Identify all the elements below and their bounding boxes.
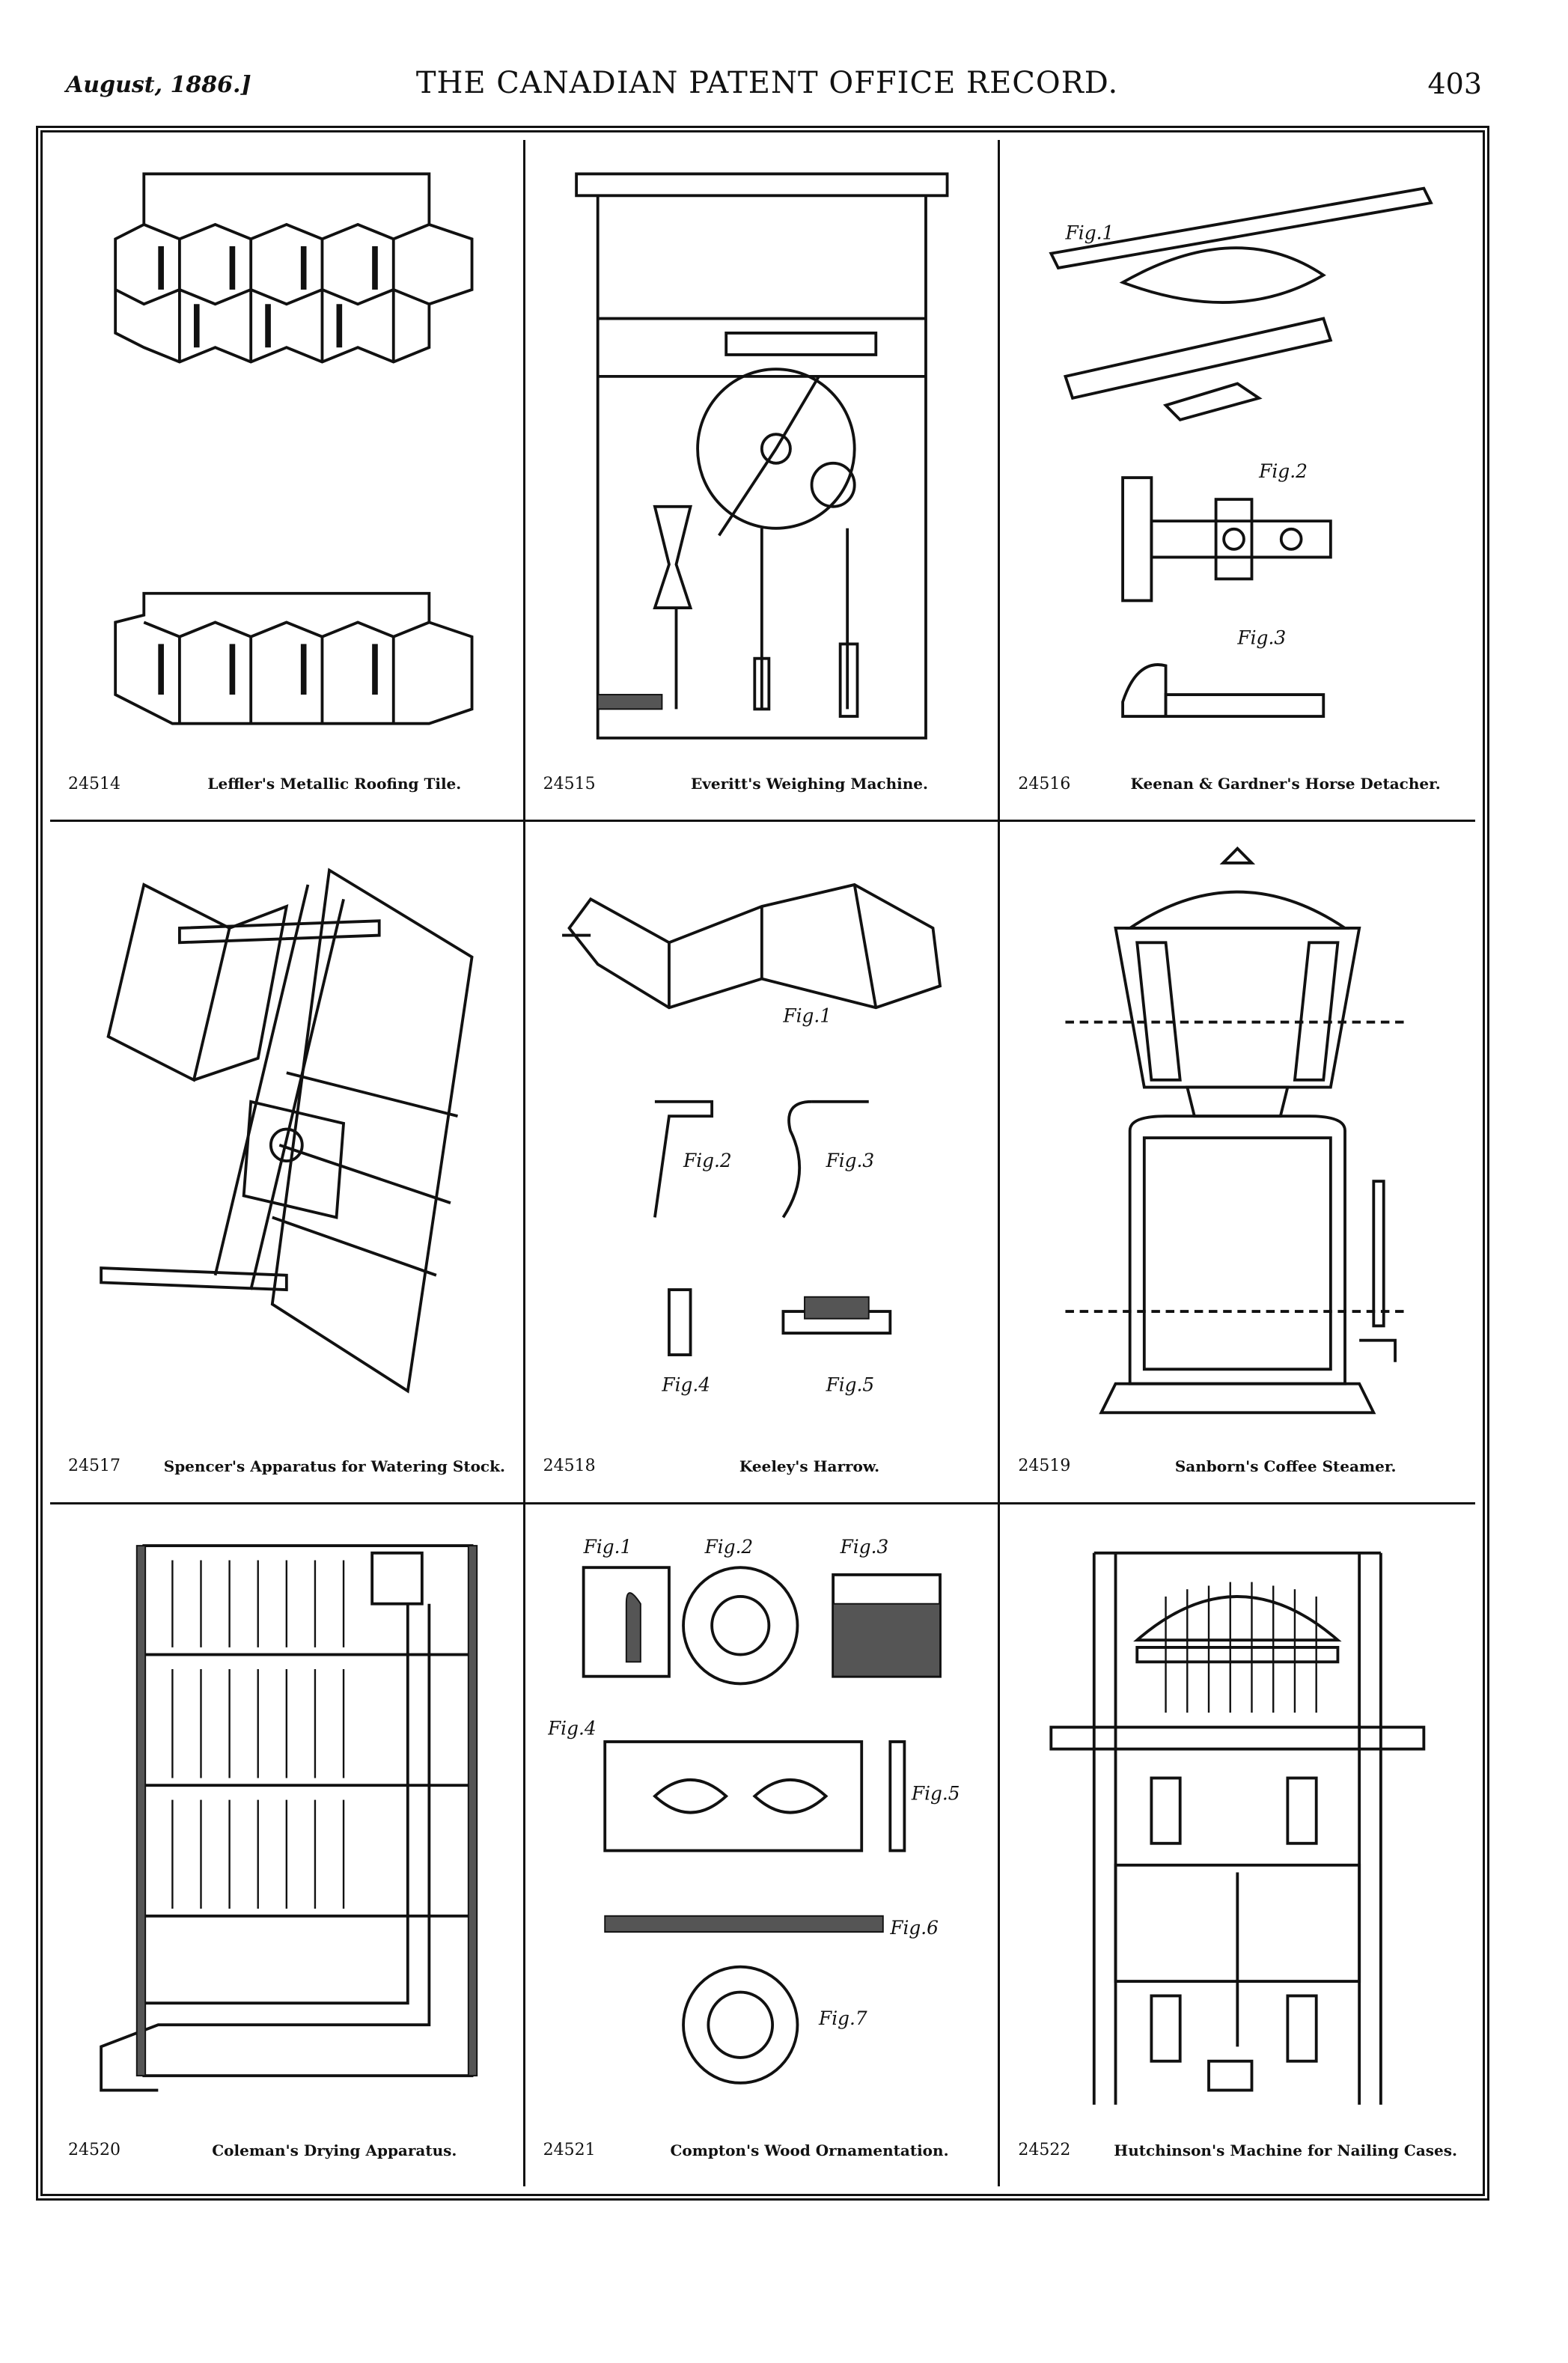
caption-24518: 24518 Keeley's Harrow. (543, 1451, 986, 1481)
fig2-label: Fig.2 (1258, 460, 1308, 482)
patent-cell-24520: 24520 Coleman's Drying Apparatus. (50, 1504, 525, 2186)
fig4-label: Fig.4 (661, 1374, 710, 1396)
fig5-label: Fig.5 (825, 1374, 874, 1396)
roofing-tile-drawing (73, 159, 501, 752)
caption-24516: 24516 Keenan & Gardner's Horse Detacher. (1018, 769, 1463, 799)
caption-24517: 24517 Spencer's Apparatus for Watering S… (68, 1451, 511, 1481)
fig3-label: Fig.3 (1237, 626, 1287, 648)
caption-24519: 24519 Sanborn's Coffee Steamer. (1018, 1451, 1463, 1481)
fig1-label: Fig.1 (582, 1535, 632, 1557)
patent-title: Keeley's Harrow. (739, 1457, 880, 1475)
patent-number: 24520 (68, 2141, 121, 2160)
patent-cell-24517: 24517 Spencer's Apparatus for Watering S… (50, 822, 525, 1504)
patent-title: Compton's Wood Ornamentation. (670, 2141, 949, 2159)
patent-title: Spencer's Apparatus for Watering Stock. (163, 1457, 505, 1475)
patent-number: 24521 (543, 2141, 596, 2160)
patent-number: 24519 (1018, 1457, 1071, 1476)
page-header: August, 1886.] THE CANADIAN PATENT OFFIC… (52, 66, 1482, 111)
patent-cell-24521: Fig.1 Fig.2 Fig.3 Fig.4 Fig.5 Fig.6 Fig.… (525, 1504, 1001, 2186)
fig3-label: Fig.3 (825, 1150, 874, 1171)
fig2-label: Fig.2 (683, 1150, 732, 1171)
horse-detacher-drawing: Fig.1 Fig.2 Fig.3 (1022, 159, 1453, 752)
harrow-drawing: Fig.1 Fig.2 Fig.3 Fig.4 Fig.5 (548, 841, 976, 1434)
patent-cell-24518: Fig.1 Fig.2 Fig.3 Fig.4 Fig.5 24518 Keel… (525, 822, 1001, 1504)
fig2-label: Fig.2 (704, 1535, 753, 1557)
patent-number: 24518 (543, 1457, 596, 1476)
patent-cell-24515: 24515 Everitt's Weighing Machine. (525, 140, 1001, 823)
patent-number: 24516 (1018, 774, 1071, 793)
patent-grid: 24514 Leffler's Metallic Roofing Tile. (50, 140, 1475, 2186)
caption-24522: 24522 Hutchinson's Machine for Nailing C… (1018, 2135, 1463, 2165)
caption-24515: 24515 Everitt's Weighing Machine. (543, 769, 986, 799)
caption-24520: 24520 Coleman's Drying Apparatus. (68, 2135, 511, 2165)
fig6-label: Fig.6 (889, 1916, 939, 1938)
page-number: 403 (1427, 67, 1482, 100)
fig5-label: Fig.5 (911, 1782, 960, 1804)
nailing-machine-drawing (1022, 1524, 1453, 2119)
patent-title: Coleman's Drying Apparatus. (212, 2141, 457, 2159)
patent-cell-24522: 24522 Hutchinson's Machine for Nailing C… (1000, 1504, 1475, 2186)
patent-plate-frame: 24514 Leffler's Metallic Roofing Tile. (36, 126, 1489, 2201)
weighing-machine-drawing (548, 159, 976, 752)
patent-title: Leffler's Metallic Roofing Tile. (207, 775, 462, 793)
patent-number: 24522 (1018, 2141, 1071, 2160)
patent-cell-24514: 24514 Leffler's Metallic Roofing Tile. (50, 140, 525, 823)
patent-cell-24516: Fig.1 Fig.2 Fig.3 24516 Keenan & Gardner… (1000, 140, 1475, 823)
publication-title: THE CANADIAN PATENT OFFICE RECORD. (415, 66, 1119, 100)
watering-stock-drawing (73, 841, 501, 1434)
patent-title: Keenan & Gardner's Horse Detacher. (1130, 775, 1441, 793)
caption-24521: 24521 Compton's Wood Ornamentation. (543, 2135, 986, 2165)
patent-number: 24514 (68, 774, 121, 793)
patent-number: 24515 (543, 774, 596, 793)
fig3-label: Fig.3 (839, 1535, 888, 1557)
patent-title: Sanborn's Coffee Steamer. (1174, 1457, 1397, 1475)
fig7-label: Fig.7 (818, 2007, 867, 2029)
patent-title: Hutchinson's Machine for Nailing Cases. (1114, 2141, 1458, 2159)
wood-ornamentation-drawing: Fig.1 Fig.2 Fig.3 Fig.4 Fig.5 Fig.6 Fig.… (548, 1524, 976, 2119)
fig4-label: Fig.4 (548, 1717, 597, 1739)
fig1-label: Fig.1 (782, 1005, 832, 1027)
coffee-steamer-drawing (1022, 841, 1453, 1434)
patent-number: 24517 (68, 1457, 121, 1476)
header-date: August, 1886.] (66, 72, 251, 98)
drying-apparatus-drawing (73, 1524, 501, 2119)
patent-cell-24519: 24519 Sanborn's Coffee Steamer. (1000, 822, 1475, 1504)
fig1-label: Fig.1 (1065, 222, 1114, 243)
patent-title: Everitt's Weighing Machine. (691, 775, 928, 793)
caption-24514: 24514 Leffler's Metallic Roofing Tile. (68, 769, 511, 799)
